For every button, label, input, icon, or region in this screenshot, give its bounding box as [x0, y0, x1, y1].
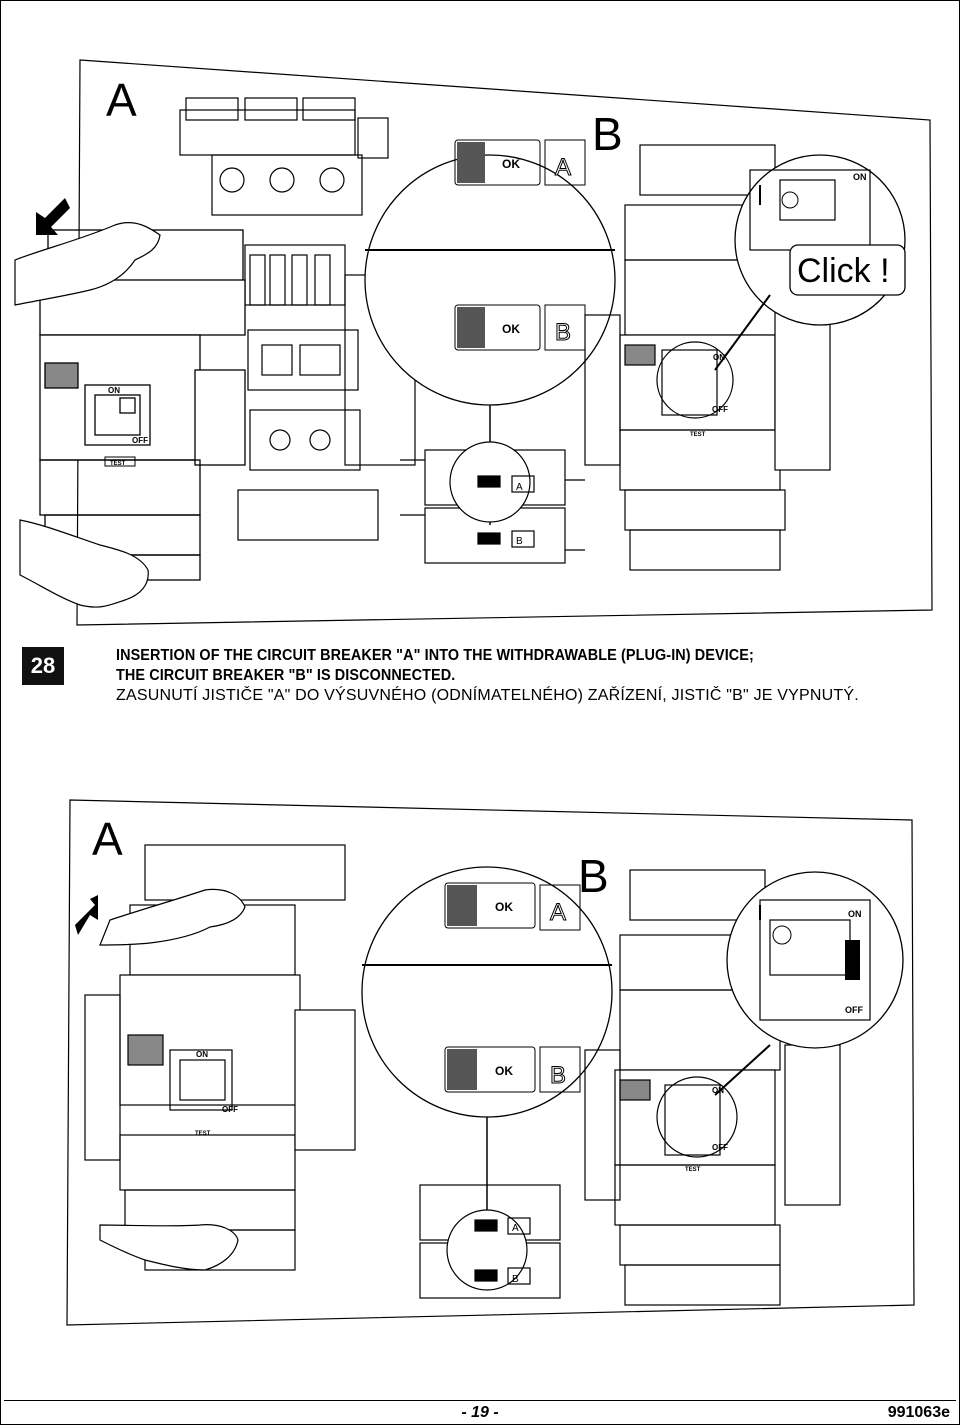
caption: INSERTION OF THE CIRCUIT BREAKER "A" INT… — [116, 646, 916, 706]
zoom-b-letter: B — [555, 319, 571, 346]
breaker-b-on-label: ON — [712, 1086, 724, 1095]
zoom-circle-ok: OK A OK B — [364, 139, 616, 406]
breaker-b-off-label: OFF — [712, 405, 728, 414]
zoom-circle-switch: ON OFF — [726, 871, 904, 1049]
breaker-b-test-label: TEST — [690, 432, 706, 438]
label-b: B — [578, 850, 609, 902]
zoom-circle-click: ON Click ! — [734, 154, 906, 326]
caption-cz-line: ZASUNUTÍ JISTIČE "A" DO VÝSUVNÉHO (ODNÍM… — [116, 687, 859, 704]
hand-bottom — [99, 1224, 239, 1271]
zoom-b-ok-label: OK — [495, 1064, 513, 1078]
interlock-module — [400, 441, 585, 564]
breaker-b-body — [584, 144, 831, 571]
breaker-b-off-label: OFF — [712, 1143, 728, 1152]
caption-en-line2: THE CIRCUIT BREAKER "B" IS DISCONNECTED. — [116, 667, 456, 684]
click-callout: Click ! — [797, 252, 890, 290]
breaker-a-base — [179, 97, 416, 541]
breaker-b-body — [584, 869, 841, 1306]
step-number-badge: 28 — [22, 647, 64, 685]
label-a: A — [106, 74, 137, 126]
hand-bottom — [19, 519, 149, 608]
breaker-a-off-label: OFF — [222, 1105, 238, 1114]
breaker-a-on-label: ON — [196, 1050, 208, 1059]
footer-rule — [4, 1400, 956, 1401]
figure-insertion-bottom: A B ON OFF TEST OK A OK B — [66, 799, 915, 1326]
zoom-on-label: ON — [853, 172, 867, 182]
figure-insertion-top: A B ON OFF TEST — [14, 59, 933, 626]
pull-arrow-icon — [36, 198, 70, 235]
breaker-a-test-label: TEST — [110, 461, 126, 467]
zoom-a-ok-label: OK — [502, 157, 520, 171]
label-a: A — [92, 813, 123, 865]
zoom-off-label: OFF — [845, 1005, 863, 1015]
page-number: - 19 - — [461, 1404, 499, 1421]
zoom-a-letter: A — [555, 154, 571, 181]
module-a-letter: A — [512, 1223, 519, 1234]
breaker-a-body — [39, 229, 246, 581]
push-arrow-icon — [75, 895, 98, 935]
interlock-module — [419, 1184, 561, 1299]
module-b-letter: B — [512, 1274, 519, 1285]
breaker-b-test-label: TEST — [685, 1167, 701, 1173]
zoom-a-ok-label: OK — [495, 900, 513, 914]
module-a-letter: A — [516, 482, 523, 493]
zoom-b-ok-label: OK — [502, 322, 520, 336]
hand-top — [99, 888, 246, 946]
breaker-a-test-label: TEST — [195, 1131, 211, 1137]
breaker-a-on-label: ON — [108, 386, 120, 395]
breaker-a-off-label: OFF — [132, 436, 148, 445]
hand-top — [14, 222, 161, 306]
module-b-letter: B — [516, 536, 523, 547]
breaker-b-on-label: ON — [713, 353, 725, 362]
caption-en-line1: INSERTION OF THE CIRCUIT BREAKER "A" INT… — [116, 647, 754, 664]
label-b: B — [592, 108, 623, 160]
zoom-circle-ok: OK A OK B — [361, 866, 613, 1118]
zoom-a-letter: A — [550, 899, 566, 926]
document-code: 991063e — [887, 1404, 950, 1421]
zoom-b-letter: B — [550, 1062, 566, 1089]
zoom-on-label: ON — [848, 909, 862, 919]
